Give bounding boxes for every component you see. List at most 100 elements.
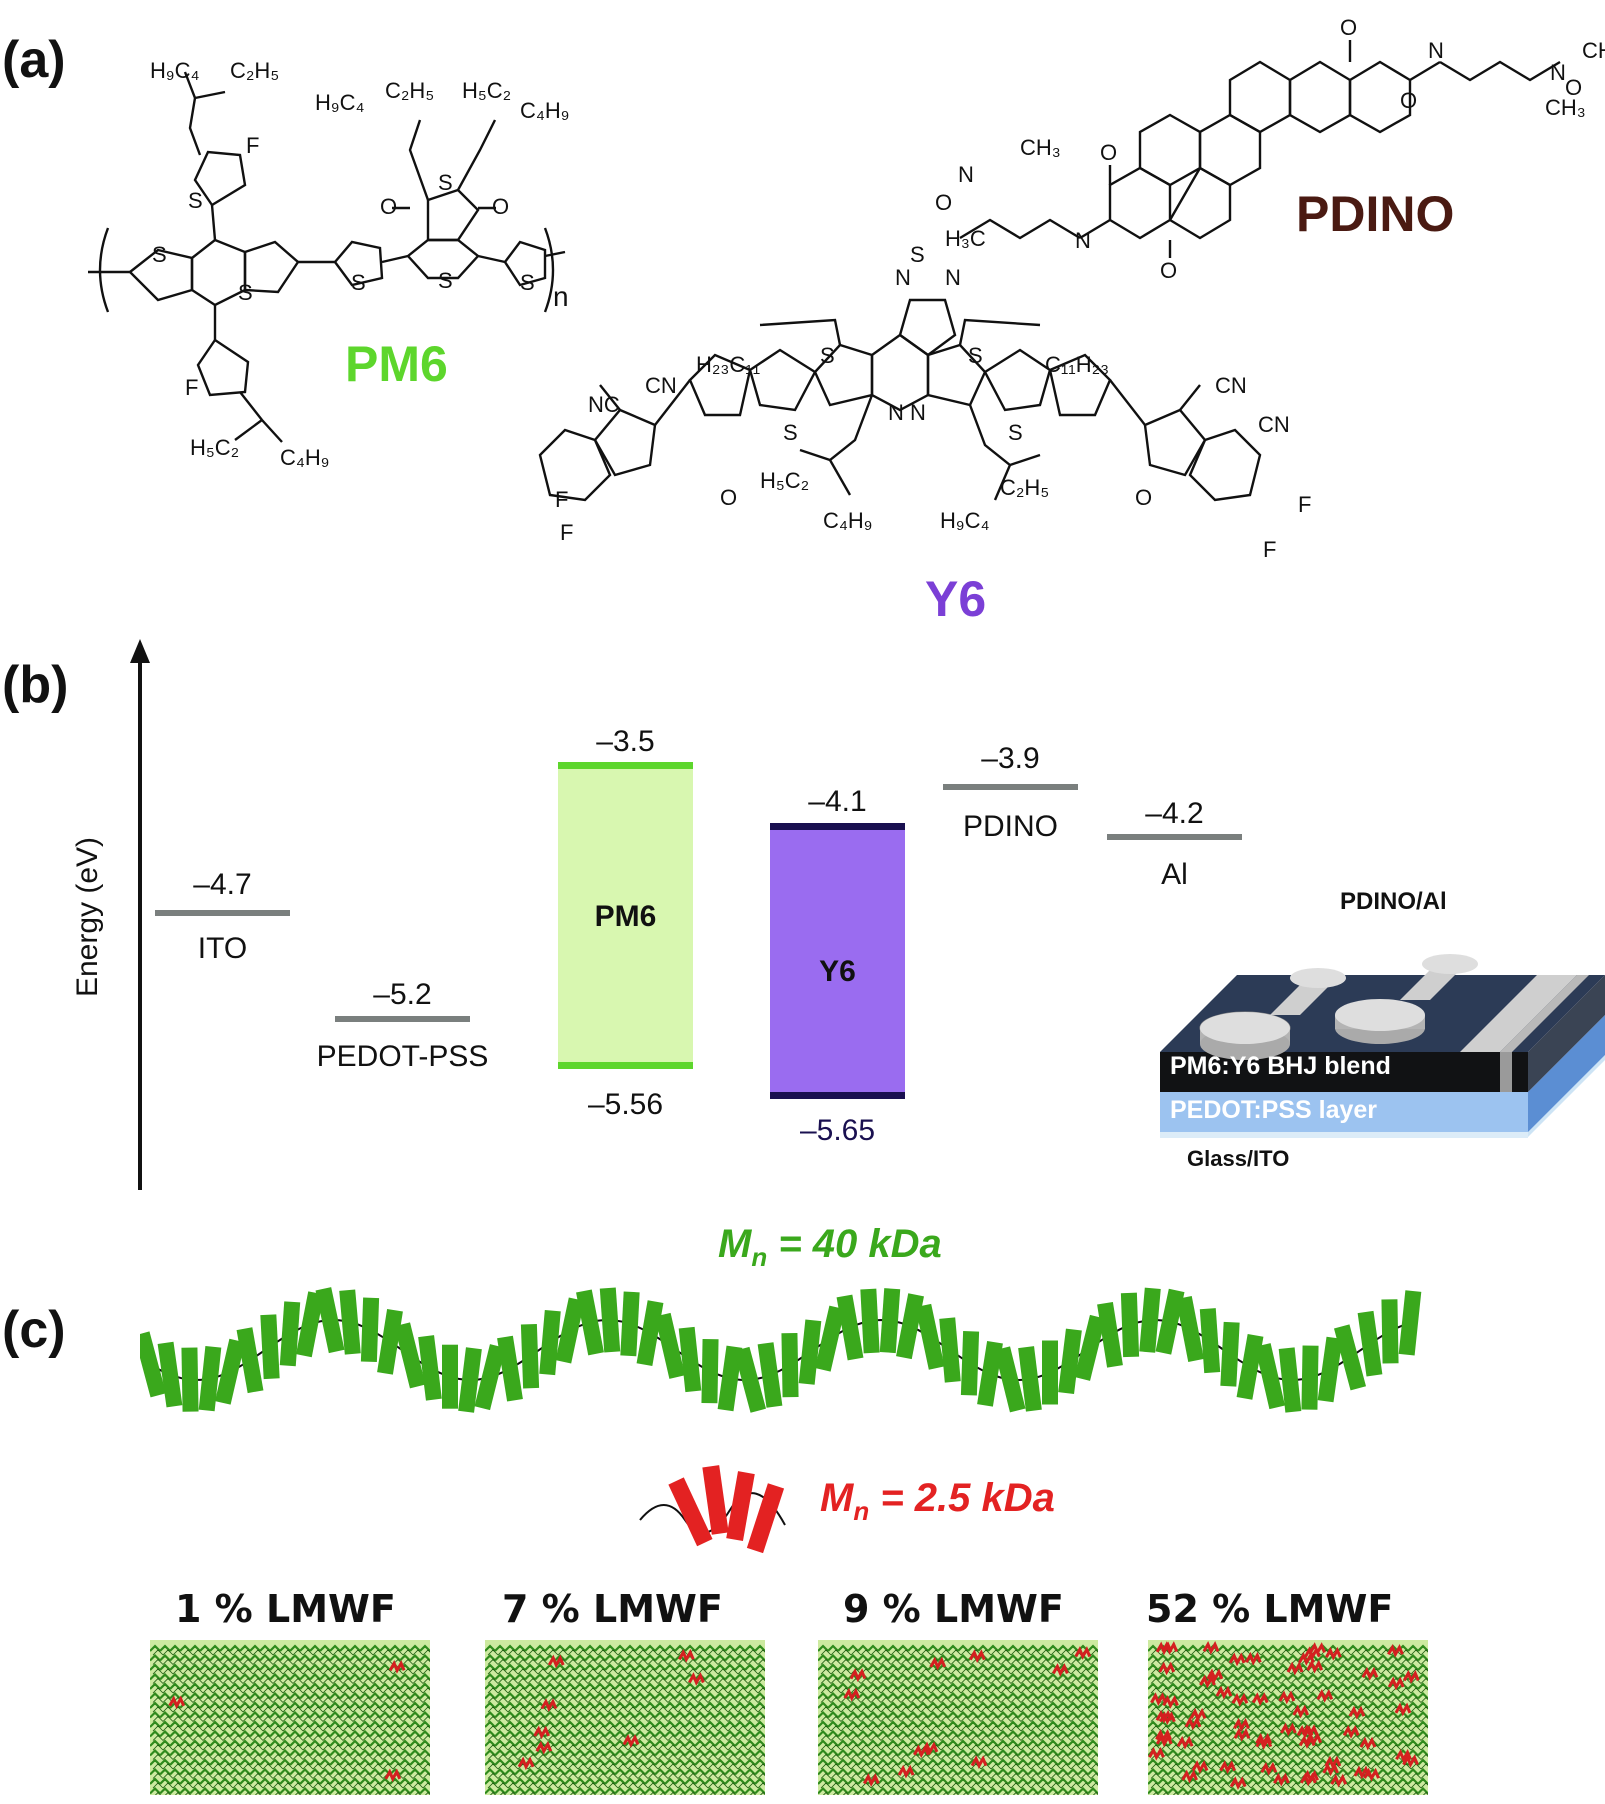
lmwf-cluster [1306, 1659, 1324, 1674]
lmwf-cluster [1184, 1716, 1202, 1731]
svg-text:S: S [152, 242, 167, 267]
svg-text:H₃C: H₃C [945, 226, 986, 251]
lmwf-cluster [921, 1741, 939, 1756]
monomer-block [576, 1289, 604, 1356]
lmwf-cluster [1215, 1685, 1233, 1700]
lmwf-cluster [688, 1672, 705, 1686]
lmwf-cluster [622, 1734, 640, 1748]
chain-backbone [149, 1318, 1411, 1382]
monomer-block [1255, 1343, 1285, 1410]
pedot-level-line [335, 1016, 470, 1022]
monomer-block [599, 1287, 621, 1353]
monomer-block [157, 1341, 183, 1408]
lmwf-cluster [1298, 1735, 1316, 1749]
al-name: Al [1161, 858, 1188, 891]
lmwf-cluster [1155, 1709, 1173, 1724]
monomer-block [860, 1288, 880, 1354]
svg-text:H₂₃C₁₁: H₂₃C₁₁ [696, 352, 760, 377]
monomer-block [1236, 1333, 1264, 1400]
svg-text:H₉C₄: H₉C₄ [940, 508, 989, 533]
svg-text:C₄H₉: C₄H₉ [280, 445, 329, 470]
polymer-texture [150, 1644, 430, 1795]
lmwf-cluster [1402, 1754, 1419, 1768]
svg-text:C₂H₅: C₂H₅ [1000, 475, 1049, 500]
monomer-block [1333, 1324, 1367, 1391]
svg-text:S: S [1008, 420, 1023, 445]
lmwf-cluster [384, 1768, 402, 1783]
lmwf-cluster [1199, 1674, 1216, 1689]
lmwf-cluster [1206, 1668, 1224, 1683]
lmwf-cluster [1229, 1776, 1247, 1790]
y6-homo: –5.65 [799, 1114, 876, 1147]
polymer-texture-shadow [820, 1649, 1098, 1795]
y6-structure [538, 298, 1262, 502]
device-pedot-label: PEDOT:PSS layer [1170, 1096, 1378, 1124]
lmwf-cluster [533, 1725, 550, 1740]
svg-text:O: O [1100, 140, 1117, 165]
lmwf-cluster [517, 1756, 535, 1771]
lmwf-cluster [1273, 1772, 1290, 1787]
svg-text:CH₃: CH₃ [1020, 135, 1061, 160]
lmwf-cluster [1348, 1705, 1366, 1720]
y6-band [770, 823, 905, 1099]
film-4-label: 52 % LMWF [1146, 1587, 1394, 1631]
monomer-block [555, 1297, 585, 1364]
svg-text:H₅C₂: H₅C₂ [190, 435, 239, 460]
lmwf-cluster [1189, 1708, 1207, 1722]
svg-text:S: S [238, 280, 253, 305]
monomer-block [733, 1346, 767, 1413]
lmwf-cluster [1292, 1704, 1310, 1719]
lmwf-cluster [388, 1659, 406, 1674]
polymer-texture [818, 1644, 1098, 1795]
pm6-lumo: –3.5 [596, 725, 655, 758]
panel-a-label: (a) [2, 31, 66, 89]
svg-text:H₉C₄: H₉C₄ [315, 90, 364, 115]
svg-text:C₄H₉: C₄H₉ [520, 98, 569, 123]
lmwf-cluster [913, 1744, 930, 1759]
lmwf-cluster [540, 1698, 558, 1712]
ito-name: ITO [197, 932, 248, 965]
ito-value: –4.7 [193, 868, 252, 901]
monomer-block [701, 1338, 719, 1404]
svg-text:S: S [783, 420, 798, 445]
pm6-homo: –5.56 [587, 1088, 664, 1121]
lmwf-cluster [1316, 1688, 1334, 1703]
svg-text:N: N [1075, 228, 1091, 253]
pm6-structure [88, 71, 566, 443]
monomer-block [1176, 1296, 1204, 1362]
lmwf-cluster [547, 1654, 565, 1669]
svg-text:S: S [438, 268, 453, 293]
svg-text:n: n [553, 281, 569, 312]
film-4-snapshot [1148, 1640, 1428, 1795]
device-active-label: PM6:Y6 BHJ blend [1170, 1052, 1391, 1080]
al-value: –4.2 [1145, 797, 1204, 830]
lmwf-cluster [1402, 1670, 1420, 1684]
svg-text:S: S [910, 242, 925, 267]
pedot-value: –5.2 [373, 978, 432, 1011]
lmwf-cluster [1176, 1735, 1194, 1750]
monomer-block [520, 1323, 540, 1389]
polymer-texture [1148, 1644, 1428, 1795]
ito-level-line [155, 910, 290, 916]
monomer-block [1058, 1328, 1082, 1395]
svg-text:O: O [1135, 485, 1152, 510]
pm6-band [558, 762, 693, 1069]
monomer-block [539, 1310, 561, 1376]
lmwf-cluster [1301, 1724, 1319, 1739]
lmwf-cluster [969, 1649, 986, 1664]
lmwf-cluster [1251, 1692, 1269, 1706]
lmwf-cluster [1260, 1761, 1278, 1776]
al-level-line [1107, 834, 1242, 840]
monomer-block [1278, 1347, 1302, 1413]
high-mw-label: Mn = 40 kDa [718, 1222, 942, 1272]
lmwf-cluster [1191, 1760, 1209, 1774]
monomer-block [915, 1303, 945, 1370]
lmwf-cluster [1286, 1661, 1304, 1676]
pdino-level-line [943, 784, 1078, 790]
pm6-name: PM6 [345, 336, 448, 392]
lmwf-cluster [1387, 1643, 1404, 1658]
monomer-block [1301, 1345, 1319, 1410]
monomer-block [236, 1327, 264, 1394]
monomer-block [668, 1477, 713, 1547]
